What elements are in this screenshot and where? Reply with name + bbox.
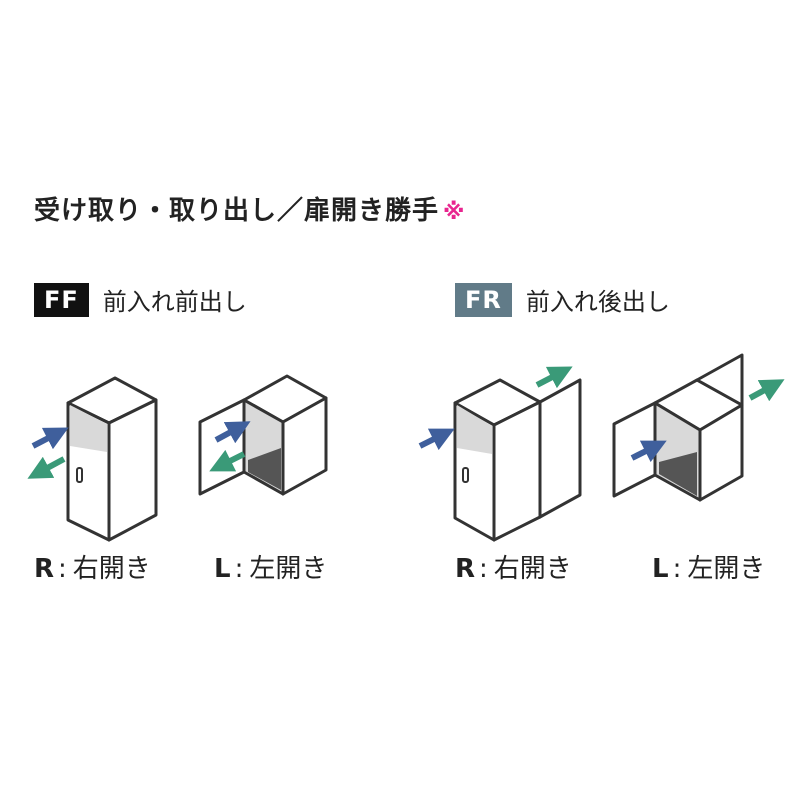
caption-desc: 左開き xyxy=(249,554,328,584)
badge-ff: FF xyxy=(34,282,89,317)
caption-desc: 左開き xyxy=(687,554,766,584)
group-header-fr: FR 前入れ後出し xyxy=(455,282,670,317)
caption-ff-l: L:左開き xyxy=(214,548,327,585)
caption-key: R xyxy=(34,554,55,584)
title-text: 受け取り・取り出し／扉開き勝手 xyxy=(34,196,440,226)
arrow-out-fr-l xyxy=(748,379,785,402)
locker-fr-right-hinge-icon xyxy=(453,378,582,542)
caption-key: R xyxy=(455,554,476,584)
locker-ff-right-hinge-icon xyxy=(66,376,158,542)
locker-ff-left-hinge-icon xyxy=(198,374,328,496)
arrow-in-ff-r xyxy=(31,427,69,450)
page-title: 受け取り・取り出し／扉開き勝手※ xyxy=(34,190,465,227)
caption-key: L xyxy=(214,554,231,584)
arrow-out-fr-r xyxy=(535,366,573,389)
group-label-fr: 前入れ後出し xyxy=(525,288,670,316)
group-header-ff: FF 前入れ前出し xyxy=(34,282,247,317)
arrow-out-ff-r xyxy=(27,456,66,479)
caption-sep: : xyxy=(58,554,67,584)
caption-key: L xyxy=(652,554,669,584)
arrow-in-fr-r xyxy=(418,428,455,451)
caption-sep: : xyxy=(234,554,244,584)
caption-sep: : xyxy=(479,554,488,584)
caption-fr-r: R:右開き xyxy=(455,548,572,585)
note-mark: ※ xyxy=(443,200,466,225)
caption-sep: : xyxy=(672,554,682,584)
caption-ff-r: R:右開き xyxy=(34,548,151,585)
arrow-out-ff-l xyxy=(209,449,246,472)
group-label-ff: 前入れ前出し xyxy=(102,288,247,316)
locker-fr-left-hinge-icon xyxy=(612,353,744,502)
caption-desc: 右開き xyxy=(493,554,572,584)
badge-fr: FR xyxy=(455,282,512,317)
arrow-in-ff-l xyxy=(214,421,251,444)
caption-fr-l: L:左開き xyxy=(652,548,765,585)
caption-desc: 右開き xyxy=(72,554,151,584)
arrow-in-fr-l xyxy=(630,440,667,463)
